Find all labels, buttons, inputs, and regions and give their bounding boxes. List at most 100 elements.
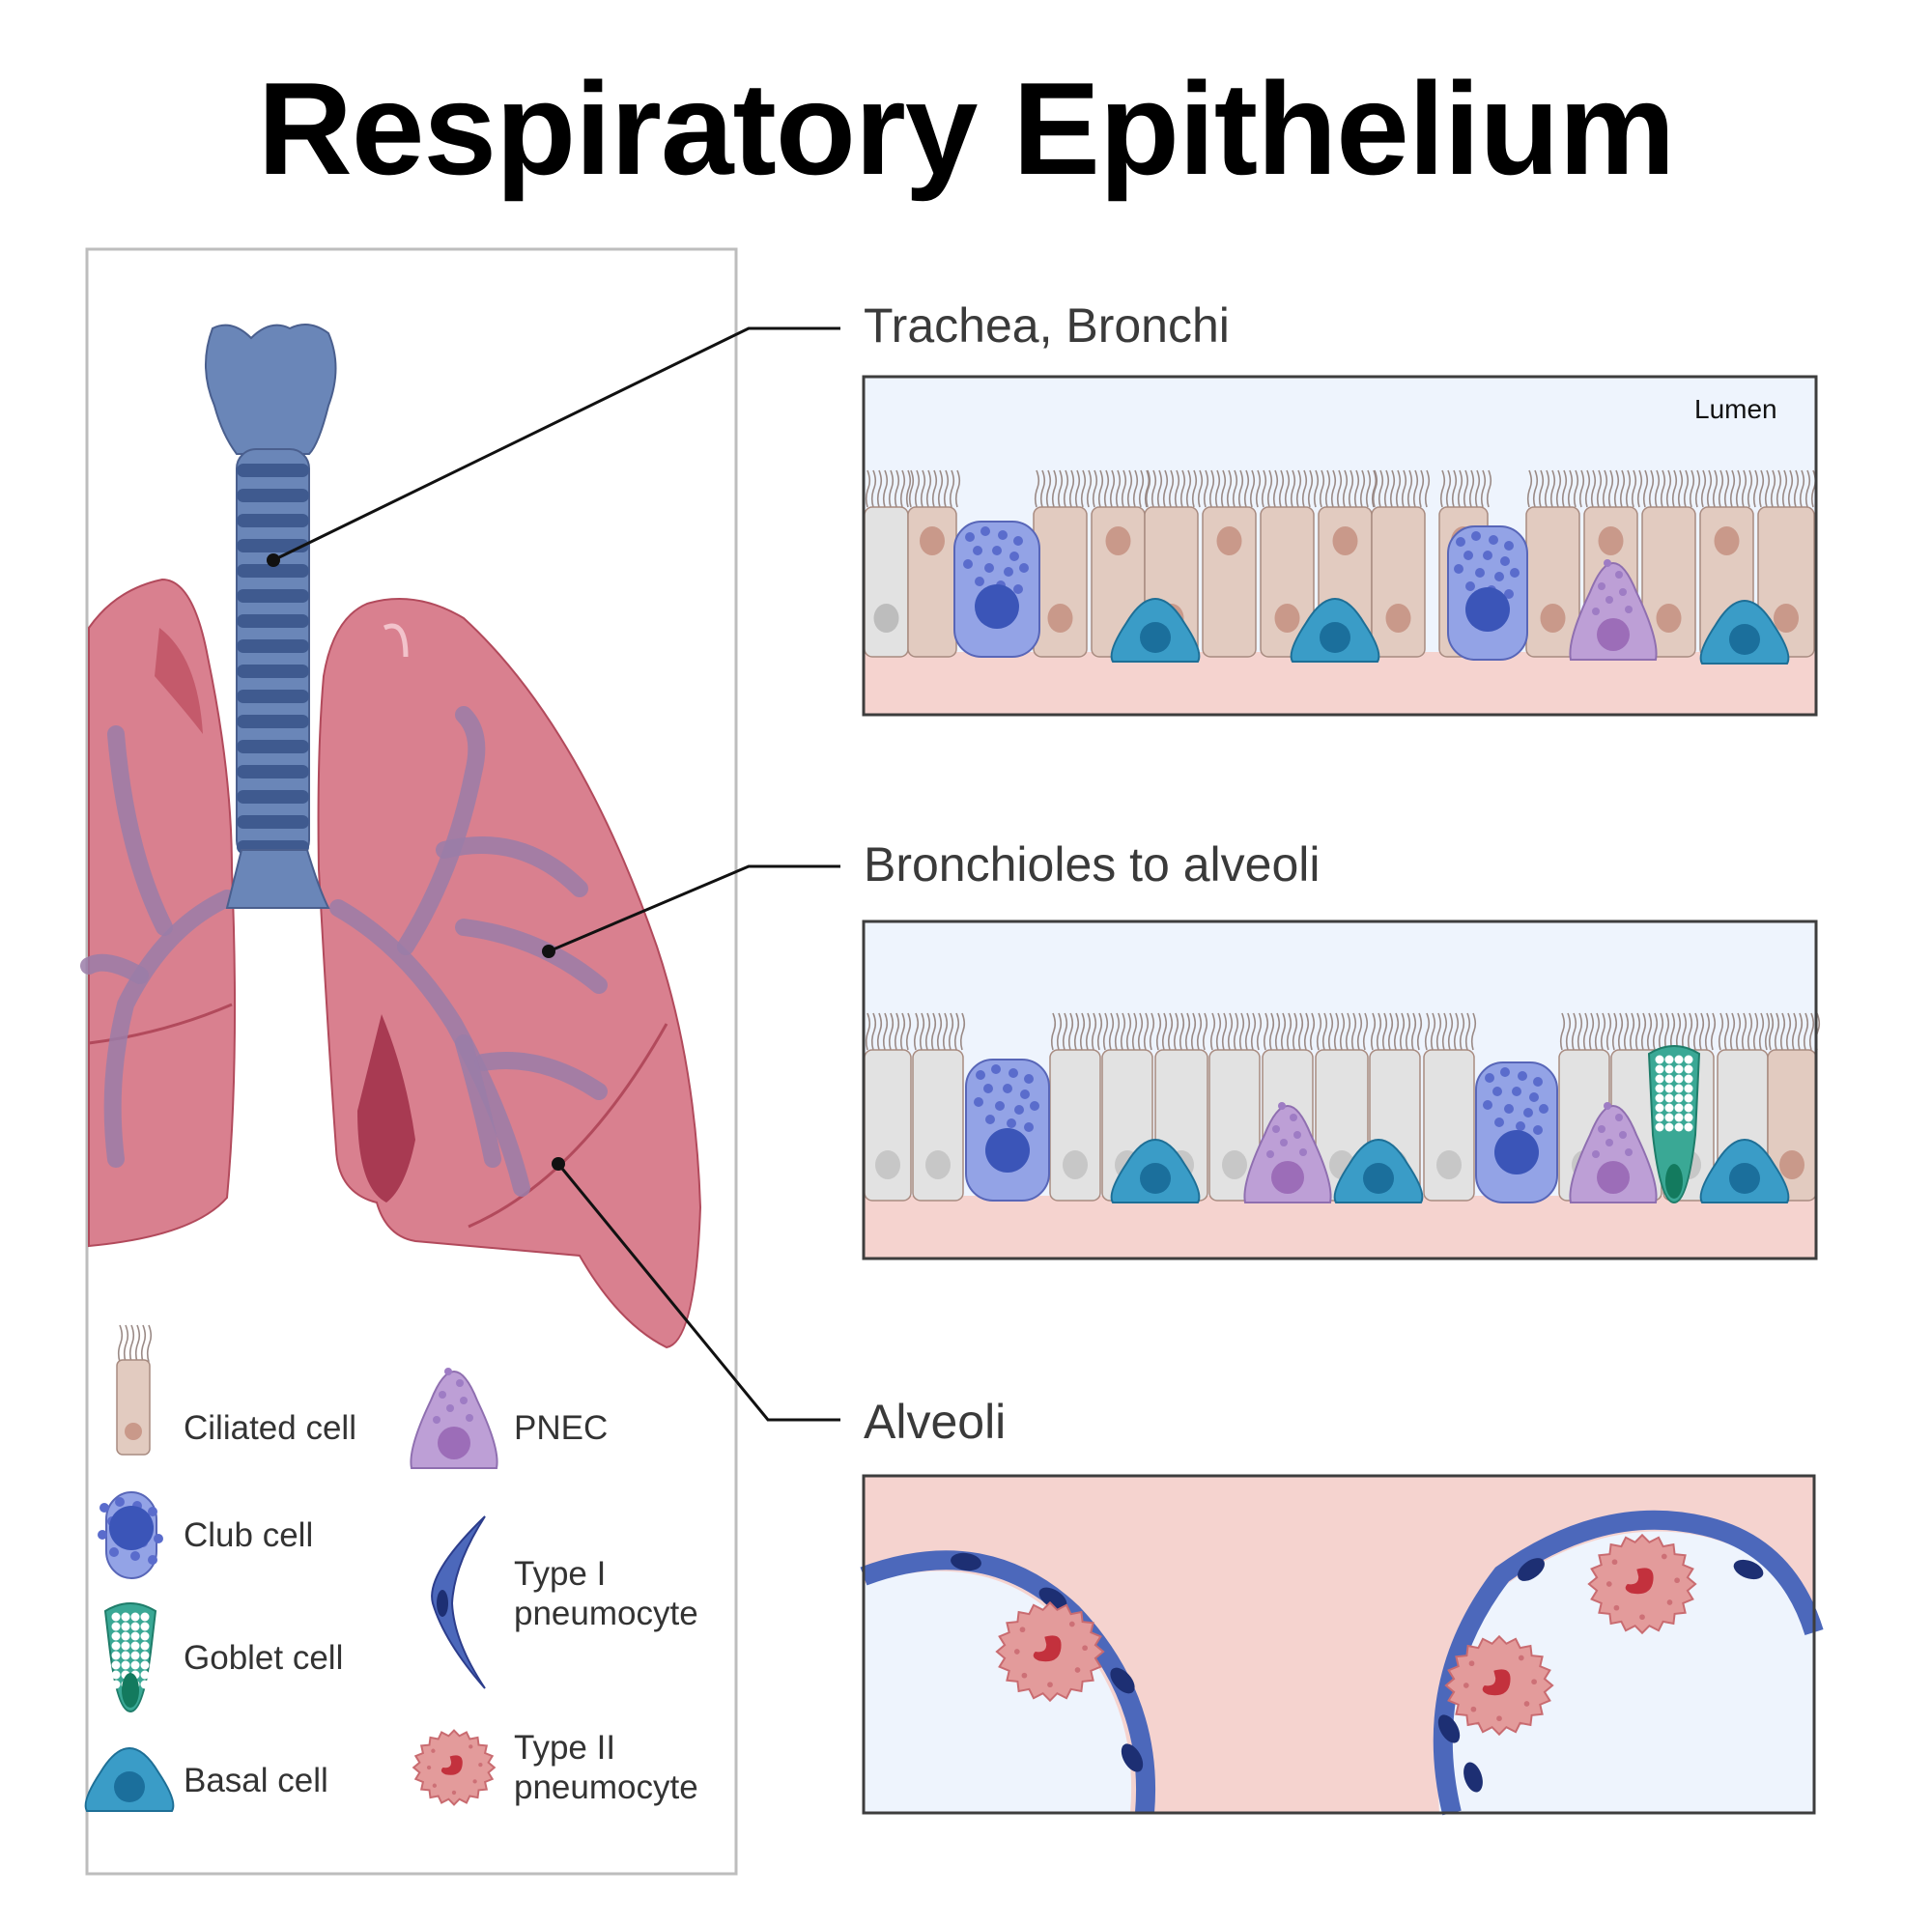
ciliated-cell (1371, 506, 1426, 658)
club-granule (1516, 1121, 1525, 1131)
goblet-mucin-granule (121, 1641, 130, 1651)
cilia (1372, 469, 1431, 508)
lung-illustration (80, 247, 738, 1876)
pnec-granule (1615, 571, 1623, 579)
cilia (1316, 1012, 1369, 1051)
goblet-nucleus (1665, 1164, 1683, 1199)
bronchioles-panel (862, 920, 1821, 1260)
club-granule (1471, 531, 1481, 541)
right-bronchus-branch (80, 953, 149, 984)
goblet-mucin-granule (130, 1622, 140, 1631)
club-granule (1504, 1104, 1514, 1114)
legend-label-type-2-pneumocyte: Type II pneumocyte (514, 1729, 698, 1806)
pnec-granule (446, 1404, 454, 1412)
goblet-mucin-granule (121, 1660, 130, 1670)
goblet-mucin-granule (1684, 1093, 1693, 1103)
type-2-granule (1518, 1655, 1524, 1661)
legend-label-ciliated-cell: Ciliated cell (184, 1409, 356, 1447)
goblet-mucin-granule (1655, 1055, 1664, 1064)
club-granule (1009, 1068, 1018, 1078)
type-2-granule (431, 1748, 436, 1753)
ciliated-cell (1033, 506, 1088, 658)
club-granule (1003, 1084, 1012, 1093)
goblet-mucin-granule (140, 1670, 150, 1680)
pnec-nucleus (1271, 1161, 1304, 1194)
pnec-granule (1625, 1148, 1633, 1156)
pnec-nucleus (1597, 618, 1630, 651)
goblet-nucleus (122, 1673, 139, 1708)
goblet-mucin-granule (130, 1651, 140, 1660)
cell-nucleus (1598, 526, 1624, 555)
club-granule (1475, 568, 1485, 578)
tracheal-ring (237, 815, 309, 829)
cilia (1526, 469, 1585, 508)
pnec-granule (1592, 608, 1600, 615)
cilia (1155, 1012, 1208, 1051)
goblet-mucin-granule (1674, 1113, 1684, 1122)
type-1-nucleus (1038, 1587, 1067, 1610)
goblet-mucin-granule (111, 1670, 121, 1680)
page-title: Respiratory Epithelium (257, 55, 1676, 202)
type-2-granule (1021, 1672, 1028, 1679)
type-2-granule (1674, 1577, 1680, 1584)
pnec-granule (444, 1368, 452, 1375)
legend-label-goblet-cell: Goblet cell (184, 1639, 344, 1677)
tracheal-ring (237, 464, 309, 477)
pnec-cell (410, 1371, 498, 1469)
club-granule (1485, 1073, 1494, 1083)
pnec-granule (1278, 1102, 1286, 1110)
goblet-mucin-granule (140, 1660, 150, 1670)
club-granule (1483, 1100, 1492, 1110)
club-granule (148, 1555, 157, 1565)
goblet-mucin-granule (111, 1651, 121, 1660)
club-granule (109, 1547, 119, 1557)
type-2-granule (451, 1790, 457, 1796)
club-granule (1009, 552, 1019, 561)
pnec-granule (456, 1379, 464, 1387)
goblet-mucin-granule (130, 1612, 140, 1622)
type-2-granule (1013, 1649, 1020, 1655)
goblet-mucin-granule (1684, 1055, 1693, 1064)
pnec-granule (1290, 1114, 1297, 1121)
club-granule (965, 532, 975, 542)
leader-dot-trachea (267, 553, 280, 567)
club-granule (991, 1064, 1001, 1074)
type-2-granule (1468, 1660, 1475, 1667)
club-granule (1456, 537, 1465, 547)
legend-label-pnec: PNEC (514, 1409, 609, 1447)
leader-line-bronchioles (548, 864, 840, 953)
club-granule (1465, 581, 1475, 591)
club-granule (1013, 584, 1023, 594)
club-cell-nucleus (1494, 1130, 1539, 1174)
goblet-mucin-granule (1684, 1113, 1693, 1122)
goblet-mucin-granule (140, 1622, 150, 1631)
goblet-mucin-granule (111, 1612, 121, 1622)
type-2-granule (1661, 1553, 1667, 1560)
cell-nucleus (1656, 604, 1682, 633)
cilia (865, 469, 912, 508)
cell-nucleus (1047, 604, 1073, 633)
pnec-granule (1605, 1139, 1613, 1146)
leader-lines (267, 326, 840, 1422)
cell-nucleus (1779, 1150, 1804, 1179)
goblet-mucin-granule (1664, 1064, 1674, 1074)
goblet-mucin-granule (1674, 1074, 1684, 1084)
club-granule (1483, 551, 1492, 560)
cell-nucleus (873, 604, 899, 633)
type-2-granule (1531, 1679, 1537, 1685)
club-granule (99, 1503, 109, 1513)
cilia (1034, 469, 1093, 508)
pnec-granule (1592, 1150, 1600, 1158)
cilia (1261, 469, 1320, 508)
club-granule (974, 1097, 983, 1107)
goblet-mucin-granule (1674, 1122, 1684, 1132)
cilia (1663, 1012, 1717, 1051)
type-2-granule (1082, 1645, 1088, 1652)
club-granule (1024, 1074, 1034, 1084)
type-2-granule (1068, 1621, 1075, 1627)
cilia (1319, 469, 1378, 508)
goblet-mucin-granule (1655, 1064, 1664, 1074)
left-bronchus-branch-1 (436, 836, 588, 897)
club-granule (154, 1534, 163, 1543)
club-granule (1454, 564, 1463, 574)
